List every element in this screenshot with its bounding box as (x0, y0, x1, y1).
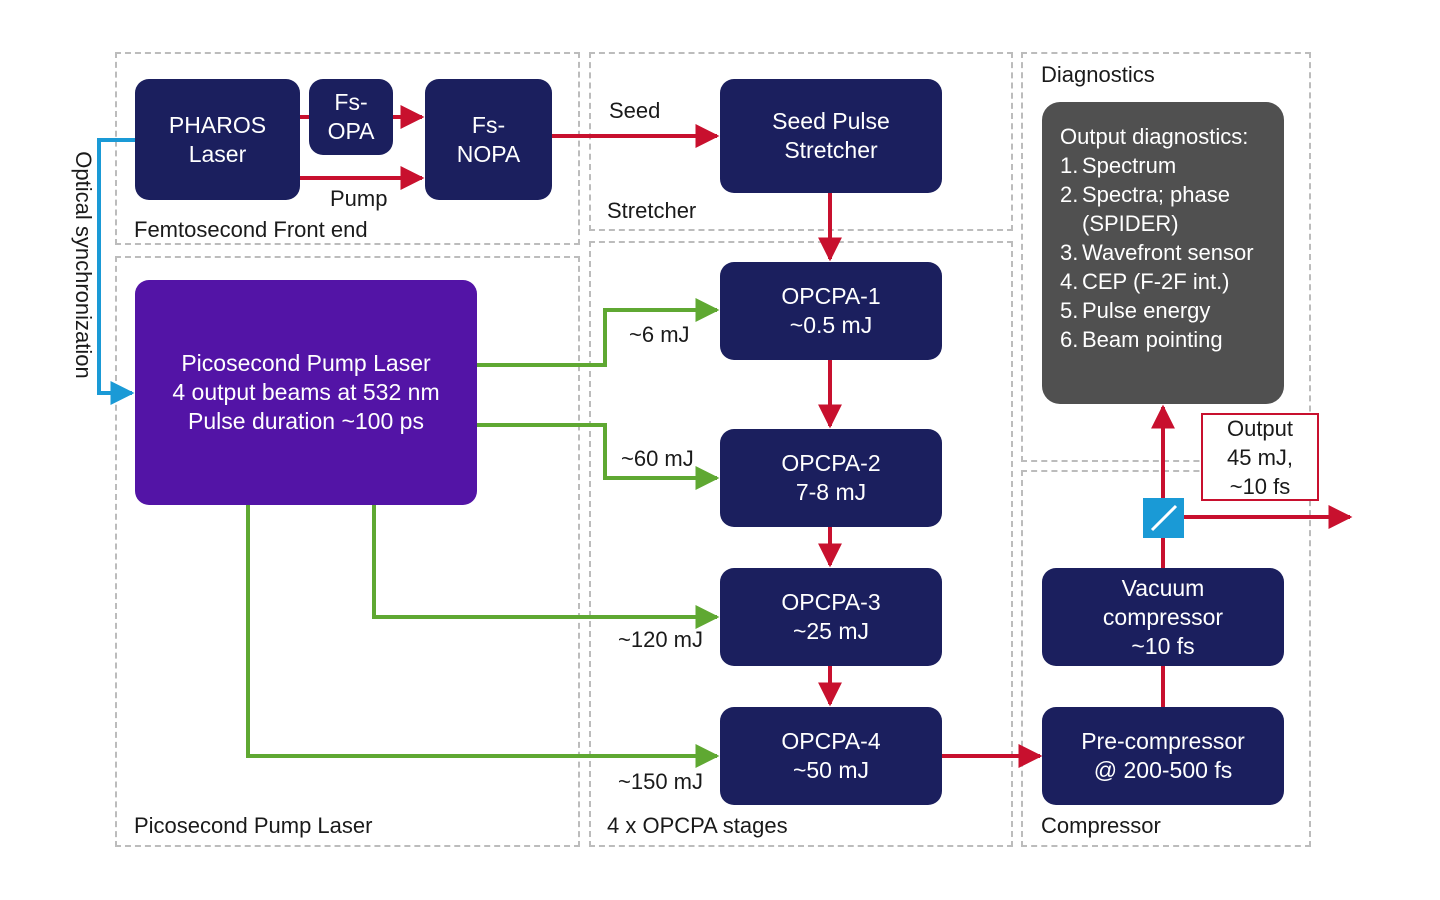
diagnostics-list: 1.Spectrum 2.Spectra; phase (SPIDER) 3.W… (1060, 151, 1284, 354)
pre-compressor-block: Pre-compressor @ 200-500 fs (1042, 707, 1284, 805)
energy-label-3: ~120 mJ (618, 627, 703, 652)
pump-laser-label: Picosecond Pump Laser (134, 813, 373, 838)
diagnostics-item: 2.Spectra; phase (SPIDER) (1060, 182, 1230, 236)
seed-pulse-stretcher-block: Seed Pulse Stretcher (720, 79, 942, 193)
diagnostics-title: Output diagnostics: (1060, 124, 1249, 149)
picosecond-pump-laser-block: Picosecond Pump Laser 4 output beams at … (135, 280, 477, 505)
region-compressor (1021, 470, 1311, 847)
opcpa-4-block: OPCPA-4 ~50 mJ (720, 707, 942, 805)
opcpa-2-block: OPCPA-2 7-8 mJ (720, 429, 942, 527)
front-end-label: Femtosecond Front end (134, 217, 368, 242)
diagnostics-label: Diagnostics (1041, 62, 1155, 87)
sync-line (97, 138, 135, 405)
compressor-label: Compressor (1041, 813, 1161, 838)
opcpa-stages-label: 4 x OPCPA stages (607, 813, 788, 838)
pump-label: Pump (330, 186, 388, 211)
optical-sync-label: Optical synchronization (71, 151, 96, 379)
opcpa-1-block: OPCPA-1 ~0.5 mJ (720, 262, 942, 360)
vacuum-compressor-block: Vacuum compressor ~10 fs (1042, 568, 1284, 666)
diagnostics-item: 1.Spectrum (1060, 153, 1177, 178)
region-opcpa-stages (589, 241, 1013, 847)
green-pump-beam-2 (477, 423, 720, 490)
region-diagnostics (1021, 52, 1311, 462)
energy-label-1: ~6 mJ (629, 322, 690, 347)
output-diagnostics-box: Output diagnostics: 1.Spectrum 2.Spectra… (1042, 102, 1284, 404)
energy-label-4: ~150 mJ (618, 769, 703, 794)
region-front-end (115, 52, 580, 245)
fs-opa-block: Fs- OPA (309, 79, 393, 155)
output-box: Output 45 mJ, ~10 fs (1201, 413, 1319, 501)
diagnostics-item: 4.CEP (F-2F int.) (1060, 269, 1230, 294)
diagnostics-item: 6.Beam pointing (1060, 327, 1223, 352)
green-pump-beam-3 (372, 505, 720, 629)
green-pump-beam-4 (246, 505, 720, 768)
region-pump-laser (115, 256, 580, 847)
diagnostics-item: 5.Pulse energy (1060, 298, 1211, 323)
stretcher-label: Stretcher (607, 198, 697, 223)
diagnostics-item: 3.Wavefront sensor (1060, 240, 1254, 265)
region-stretcher (589, 52, 1013, 231)
green-pump-beam-1 (477, 298, 720, 367)
fs-nopa-block: Fs- NOPA (425, 79, 552, 200)
energy-label-2: ~60 mJ (621, 446, 694, 471)
seed-label: Seed (609, 98, 661, 123)
opcpa-3-block: OPCPA-3 ~25 mJ (720, 568, 942, 666)
pharos-laser-block: PHAROS Laser (135, 79, 300, 200)
